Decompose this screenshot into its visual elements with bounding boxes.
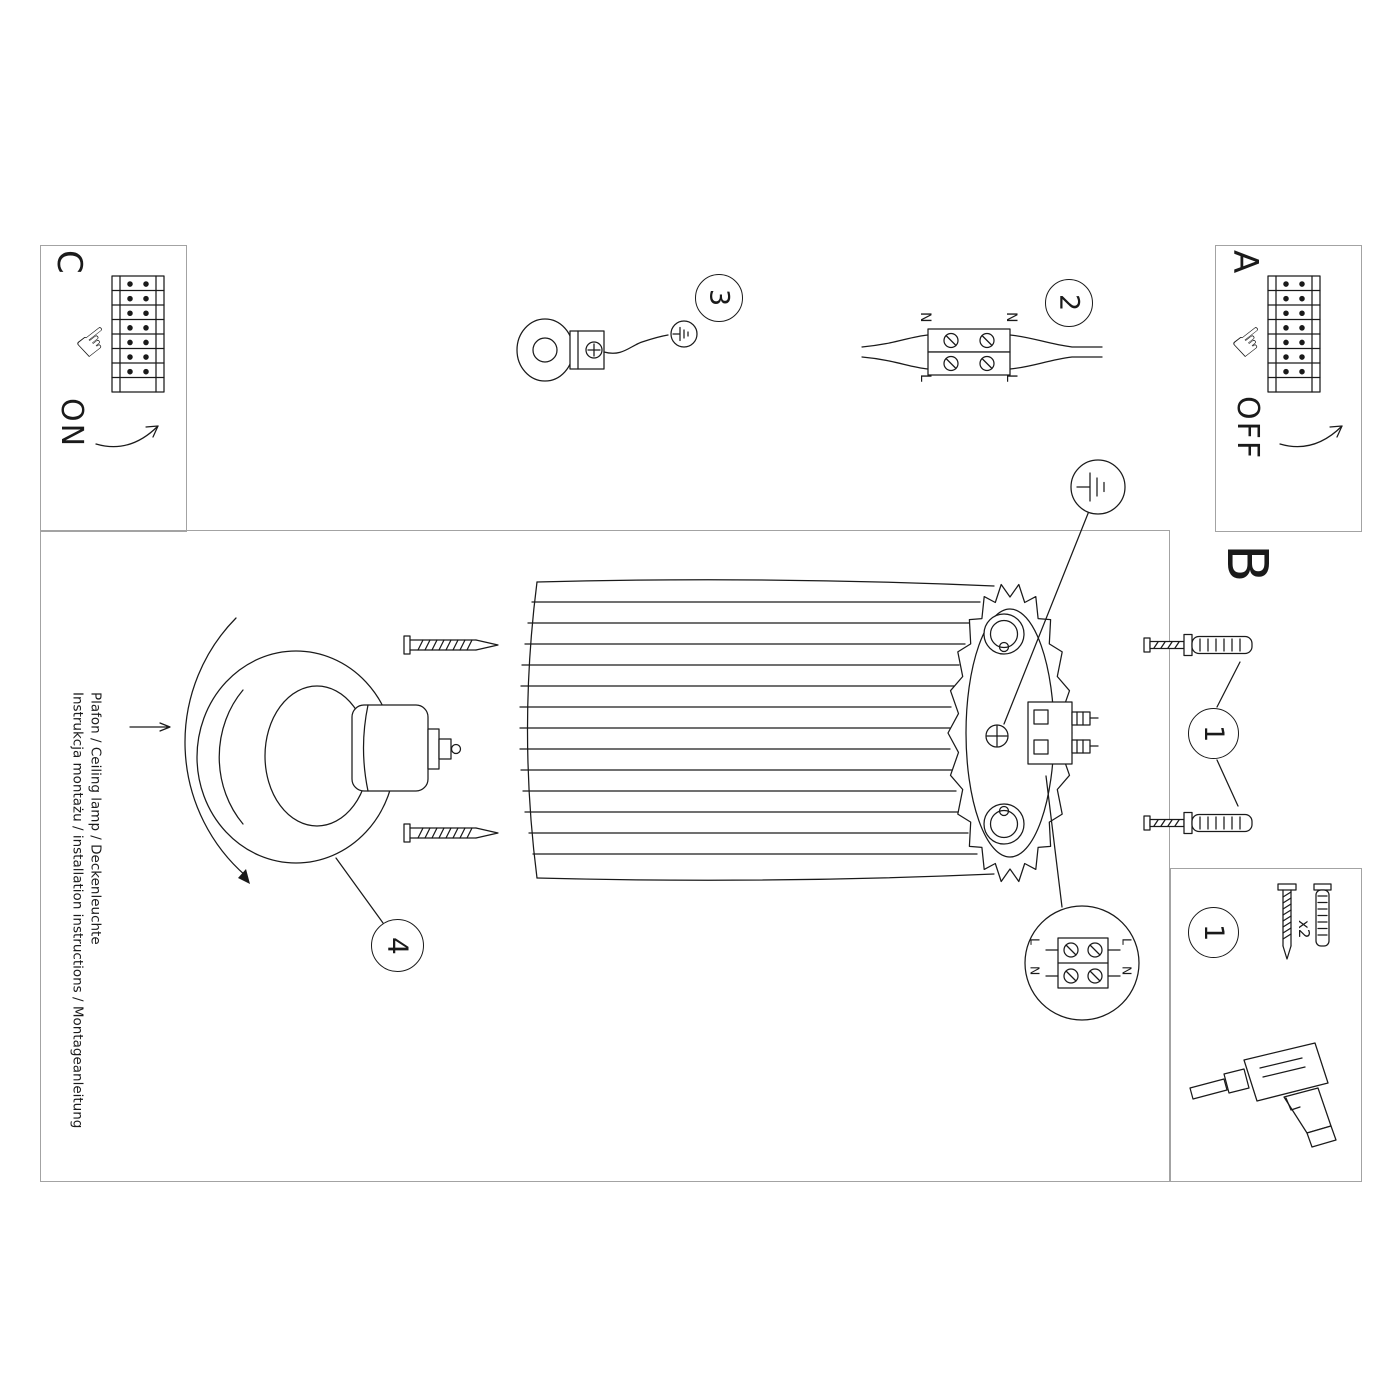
- neutral-label: N: [1027, 966, 1043, 976]
- step-1-badge: 1: [1188, 708, 1239, 759]
- step-1-number: 1: [1198, 724, 1229, 743]
- wire-connector-drawing: [861, 328, 1103, 376]
- ground-symbol-small-badge: [670, 320, 698, 348]
- step-3-number: 3: [703, 289, 735, 307]
- step-4-badge: 4: [371, 919, 424, 972]
- panel-a-box: [1215, 245, 1362, 532]
- mounting-plate-drawing: [947, 510, 1099, 883]
- switch-on-label: ON: [54, 398, 89, 449]
- step-1-number: 1: [1198, 923, 1229, 942]
- live-label: L: [1027, 938, 1043, 945]
- switch-off-strip-drawing: [1267, 275, 1343, 448]
- step-2-badge: 2: [1045, 279, 1093, 327]
- step-1-parts-badge: 1: [1188, 907, 1239, 958]
- parts-screw-plug-drawing: [1277, 883, 1332, 960]
- switch-off-label: OFF: [1230, 396, 1265, 461]
- lamp-shade-drawing: [519, 579, 995, 881]
- section-a-label: A: [1225, 250, 1265, 274]
- live-label: L: [1003, 374, 1019, 382]
- switch-on-strip-drawing: [95, 275, 165, 448]
- step-4-number: 4: [381, 936, 415, 955]
- neutral-label: N: [917, 312, 933, 323]
- ceiling-canopy-drawing: [184, 617, 462, 924]
- mounting-screws-drawing: [403, 635, 499, 843]
- wall-plugs-drawing: [1143, 633, 1253, 835]
- neutral-label: N: [1119, 966, 1135, 976]
- footer-product-text: Plafon / Ceiling lamp / Deckenleuchte: [87, 692, 104, 945]
- live-label: L: [917, 374, 933, 382]
- neutral-label: N: [1003, 312, 1019, 323]
- ground-symbol-badge: [1070, 459, 1126, 515]
- lamp-holder-drawing: [516, 318, 669, 382]
- main-diagram-box: [40, 530, 1170, 1182]
- panel-c-box: [40, 245, 187, 532]
- step-3-badge: 3: [695, 274, 743, 322]
- live-label: L: [1119, 938, 1135, 945]
- section-b-label: B: [1214, 544, 1279, 583]
- parts-box: [1170, 868, 1362, 1182]
- section-c-label: C: [49, 250, 89, 274]
- step-2-number: 2: [1053, 294, 1085, 312]
- drill-icon: [1189, 1042, 1337, 1148]
- footer-instructions-text: Instrukcja montażu / installation instru…: [69, 692, 86, 1129]
- terminal-detail-badge: [1024, 775, 1140, 1021]
- pointer-arrow: [129, 722, 171, 732]
- screw-quantity-label: x2: [1295, 920, 1313, 939]
